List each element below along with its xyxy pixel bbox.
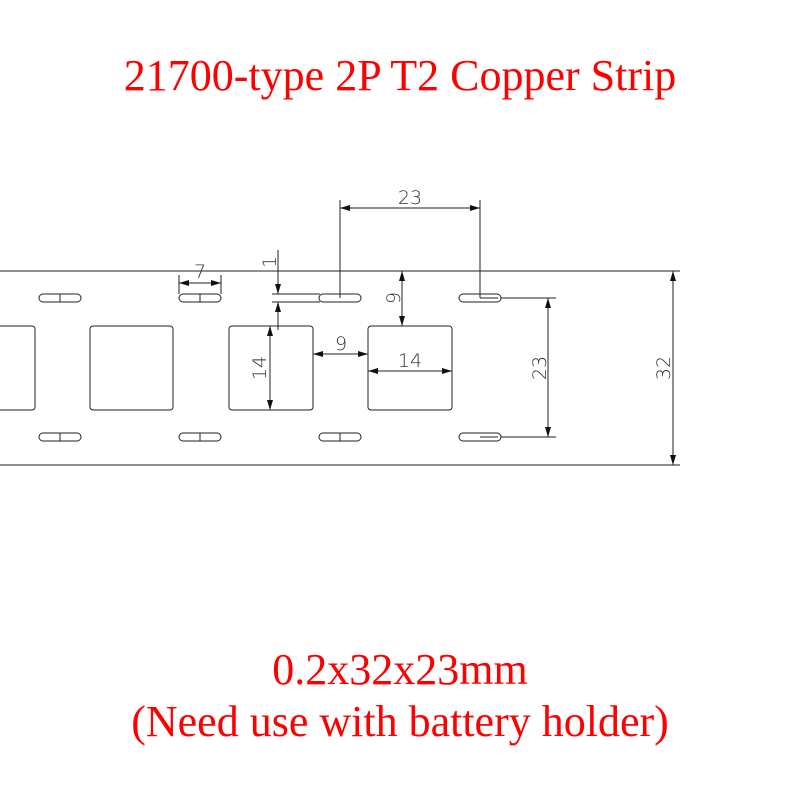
square-cutout xyxy=(228,325,314,411)
dim-square-width: 14 xyxy=(398,350,422,372)
dim-edge-to-square: 9 xyxy=(383,292,405,304)
square-cutout xyxy=(0,325,36,411)
dim-strip-width: 32 xyxy=(653,356,675,380)
dim-slot-width: 1 xyxy=(259,256,281,268)
drawing-title: 21700-type 2P T2 Copper Strip xyxy=(123,51,677,100)
square-cutout xyxy=(89,325,174,411)
dim-slot-length: 7 xyxy=(194,261,206,283)
dim-row-spacing: 23 xyxy=(529,356,551,380)
slots xyxy=(38,293,502,442)
spec-text: 0.2x32x23mm xyxy=(272,645,528,694)
dim-square-height: 14 xyxy=(249,356,271,380)
dim-pitch: 23 xyxy=(398,187,422,209)
dim-square-gap: 9 xyxy=(335,333,347,355)
usage-note: (Need use with battery holder) xyxy=(131,697,669,746)
